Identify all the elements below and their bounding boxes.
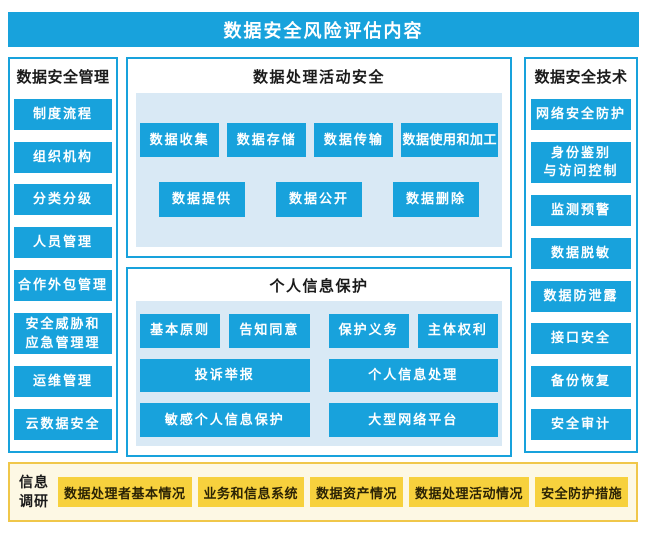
node-identity-access-control: 身份鉴别 与访问控制 [531,141,631,184]
personal-info-row-1: 基本原则 告知同意 保护义务 主体权利 [140,314,498,348]
node-data-collection: 数据收集 [140,123,220,157]
info-research-label: 信息 调研 [19,474,49,509]
section-title-technology: 数据安全技术 [534,69,628,86]
node-data-processor-basic-info: 数据处理者基本情况 [58,477,192,507]
node-data-masking: 数据脱敏 [531,237,631,269]
section-data-processing-activity-security: 数据处理活动安全 数据收集 数据存储 数据传输 数据使用和加工 数据提供 数据公… [126,57,512,258]
node-cloud-data-security: 云数据安全 [14,408,112,440]
node-network-security-protection: 网络安全防护 [531,98,631,130]
node-data-transmission: 数据传输 [314,123,394,157]
node-organization-structure: 组织机构 [14,141,112,173]
processing-activity-row-1: 数据收集 数据存储 数据传输 数据使用和加工 [140,123,498,157]
node-protection-obligations: 保护义务 [328,314,409,348]
personal-info-row-1-right: 保护义务 主体权利 [328,314,498,348]
node-backup-recovery: 备份恢复 [531,366,631,398]
node-security-protection-measures: 安全防护措施 [535,477,629,507]
section-information-research: 信息 调研 数据处理者基本情况 业务和信息系统 数据资产情况 数据处理活动情况 … [8,462,638,522]
node-data-disclosure: 数据公开 [276,182,362,217]
node-classification-grading: 分类分级 [14,184,112,216]
section-personal-information-protection: 个人信息保护 基本原则 告知同意 保护义务 主体权利 投诉举报 个人信息处理 敏… [126,267,512,457]
personal-info-row-3: 敏感个人信息保护 大型网络平台 [140,403,498,438]
node-complaint-reporting: 投诉举报 [140,358,310,393]
node-notice-consent: 告知同意 [229,314,310,348]
node-data-leakage-prevention: 数据防泄露 [531,280,631,312]
node-monitoring-warning: 监测预警 [531,195,631,227]
node-large-network-platform: 大型网络平台 [328,403,498,438]
node-data-asset-status: 数据资产情况 [310,477,404,507]
personal-info-panel: 基本原则 告知同意 保护义务 主体权利 投诉举报 个人信息处理 敏感个人信息保护… [136,301,502,446]
diagram-title: 数据安全风险评估内容 [223,20,424,41]
node-personnel-management: 人员管理 [14,227,112,259]
section-data-security-technology: 数据安全技术 网络安全防护 身份鉴别 与访问控制 监测预警 数据脱敏 数据防泄露… [524,57,638,453]
personal-info-row-1-left: 基本原则 告知同意 [140,314,310,348]
processing-activity-panel: 数据收集 数据存储 数据传输 数据使用和加工 数据提供 数据公开 数据删除 [136,93,502,247]
node-data-provision: 数据提供 [159,182,245,217]
section-title-processing-activity: 数据处理活动安全 [252,68,385,86]
node-interface-security: 接口安全 [531,323,631,355]
node-policy-process: 制度流程 [14,98,112,130]
node-data-deletion: 数据删除 [393,182,479,217]
section-data-security-management: 数据安全管理 制度流程 组织机构 分类分级 人员管理 合作外包管理 安全威胁和 … [8,57,118,453]
node-sensitive-personal-info-protection: 敏感个人信息保护 [140,403,310,438]
node-subject-rights: 主体权利 [417,314,498,348]
node-business-info-systems: 业务和信息系统 [197,477,305,507]
personal-info-row-2: 投诉举报 个人信息处理 [140,358,498,393]
section-title-management: 数据安全管理 [16,69,110,86]
node-basic-principles: 基本原则 [140,314,221,348]
node-data-processing-activity-status: 数据处理活动情况 [409,477,530,507]
diagram-title-banner: 数据安全风险评估内容 [8,12,639,47]
node-data-storage: 数据存储 [227,123,307,157]
processing-activity-row-2: 数据提供 数据公开 数据删除 [140,182,498,217]
node-data-use-processing: 数据使用和加工 [401,123,498,157]
node-outsourcing-management: 合作外包管理 [14,269,112,301]
node-operations-management: 运维管理 [14,366,112,398]
section-title-personal-info: 个人信息保护 [269,277,369,295]
node-security-audit: 安全审计 [531,408,631,440]
node-personal-info-processing: 个人信息处理 [328,358,498,393]
node-security-threat-emergency-management: 安全威胁和 应急管理理 [14,312,112,355]
